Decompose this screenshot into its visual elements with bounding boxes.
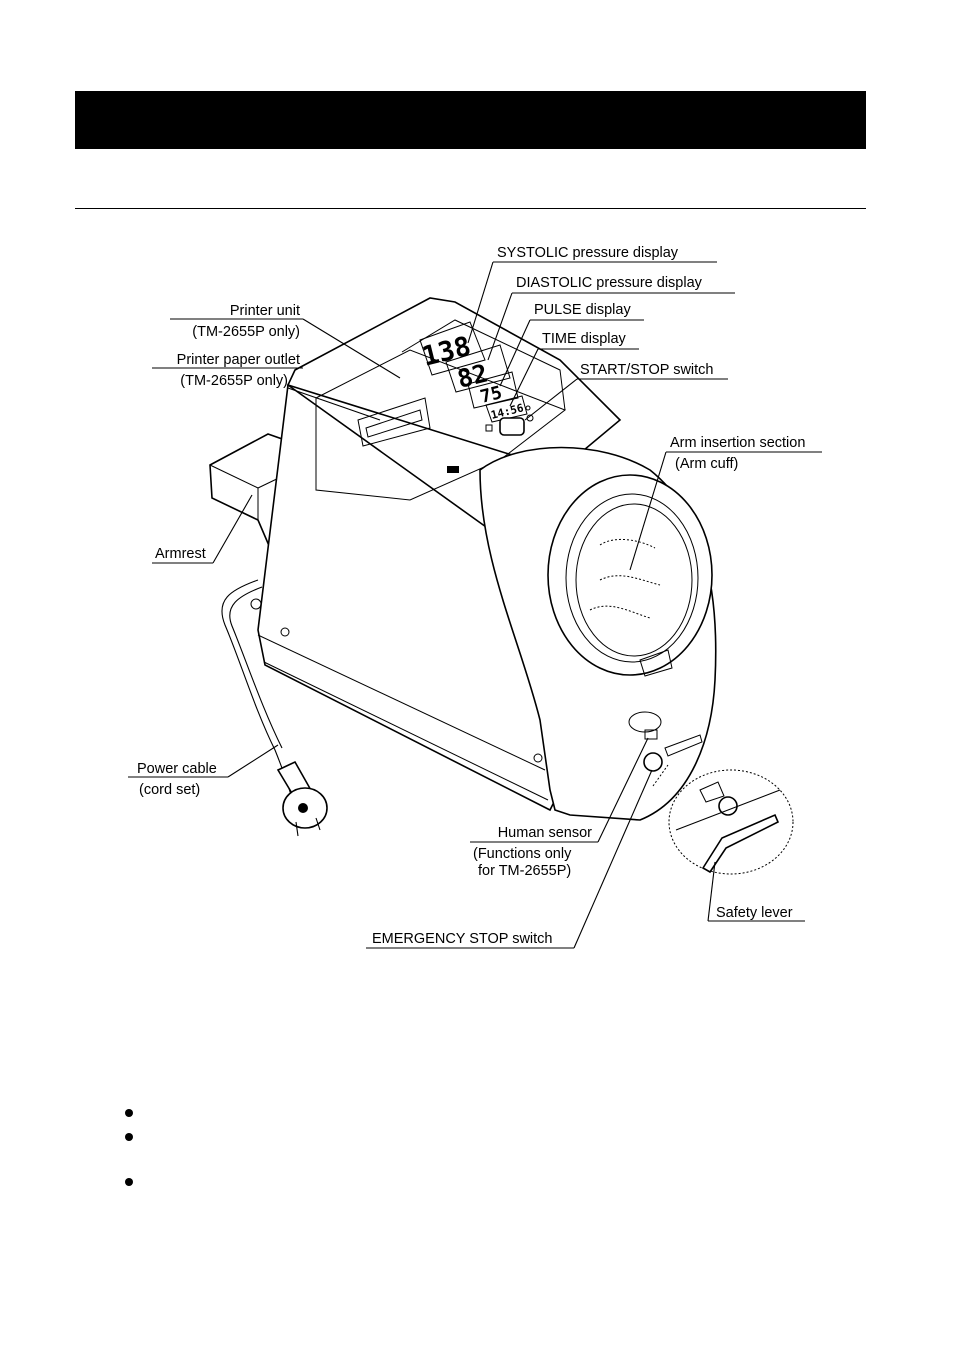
- header-rule: [75, 208, 866, 209]
- label-systolic: SYSTOLIC pressure display: [497, 245, 679, 261]
- start-stop-switch: [499, 417, 525, 436]
- label-human-sensor-note2: for TM-2655P): [478, 863, 571, 879]
- label-printer-unit-note: (TM-2655P only): [192, 324, 300, 340]
- bullet-1: [125, 1109, 133, 1117]
- safety-lever: [701, 813, 780, 874]
- label-time: TIME display: [542, 331, 627, 347]
- label-safety-lever: Safety lever: [716, 905, 793, 921]
- label-start-stop: START/STOP switch: [580, 362, 714, 378]
- diastolic-value: 82: [454, 358, 490, 393]
- bullet-2: [125, 1133, 133, 1141]
- label-human-sensor: Human sensor: [498, 825, 592, 841]
- label-paper-outlet-note: (TM-2655P only): [180, 373, 288, 389]
- arm-cuff: [575, 503, 693, 657]
- label-printer-unit: Printer unit: [230, 303, 300, 319]
- label-armrest: Armrest: [155, 546, 206, 562]
- label-pulse: PULSE display: [534, 302, 631, 318]
- label-cord-set: (cord set): [139, 782, 200, 798]
- label-human-sensor-note1: (Functions only: [473, 846, 572, 862]
- emergency-stop-button: [643, 752, 663, 772]
- leader-lines: [128, 261, 822, 949]
- device-body: [209, 297, 717, 837]
- pulse-value: 75: [478, 382, 504, 408]
- indicator-light: [447, 466, 459, 473]
- human-sensor-window: [644, 729, 658, 740]
- display-panel: [419, 321, 534, 436]
- safety-lever-inset: [652, 764, 794, 875]
- label-emergency-stop: EMERGENCY STOP switch: [372, 931, 553, 947]
- label-diastolic: DIASTOLIC pressure display: [516, 275, 703, 291]
- paper-outlet-slot: [357, 397, 431, 447]
- label-power-cable: Power cable: [137, 761, 217, 777]
- section-title-bar: [75, 91, 866, 149]
- label-paper-outlet: Printer paper outlet: [177, 352, 300, 368]
- bullet-3: [125, 1178, 133, 1186]
- label-arm-cuff: (Arm cuff): [675, 456, 738, 472]
- label-arm-insertion: Arm insertion section: [670, 435, 805, 451]
